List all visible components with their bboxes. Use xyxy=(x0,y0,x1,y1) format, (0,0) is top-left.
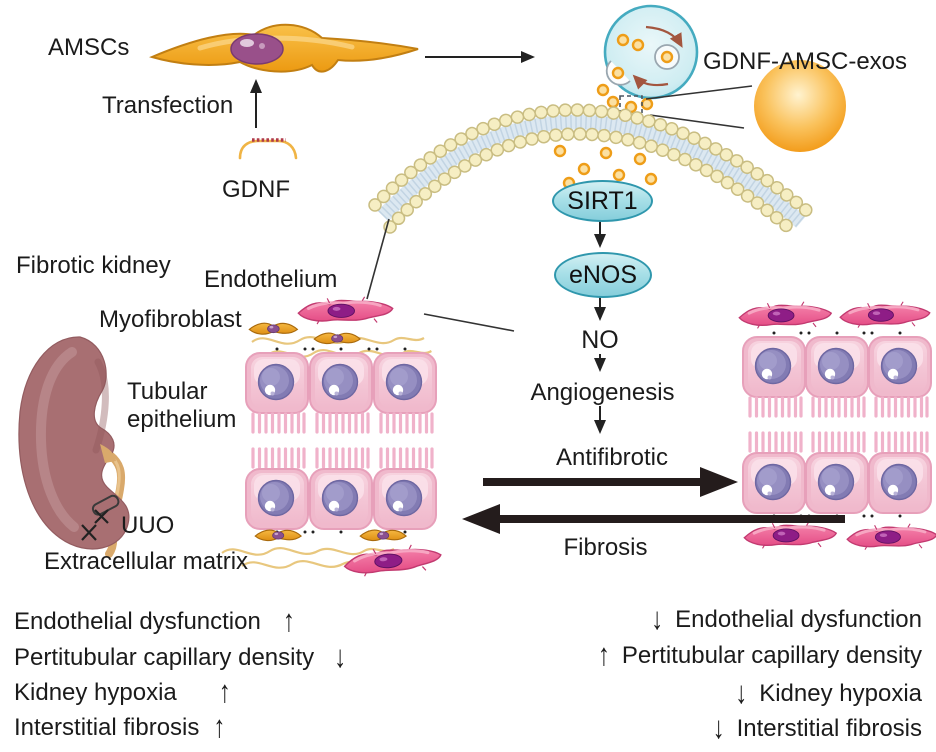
myofibroblast-cell xyxy=(313,332,361,345)
outcome-label: Pertitubular capillary density xyxy=(621,642,922,669)
antifibrotic-label: Antifibrotic xyxy=(555,444,669,471)
exosome-zoom-box xyxy=(619,95,643,119)
outcome-label: Endothelial dysfunction xyxy=(675,606,922,633)
extracellular-matrix-label: Extracellular matrix xyxy=(44,548,249,575)
down-arrow-icon: ↓ xyxy=(651,601,664,637)
exosome-secreting-cell xyxy=(603,4,699,100)
tight-junction-dots xyxy=(275,347,407,351)
released-exosomes xyxy=(596,83,654,119)
uuo-ligation-marks xyxy=(81,509,109,541)
no-label: NO xyxy=(581,326,619,354)
up-arrow-icon: ↑ xyxy=(597,637,610,673)
endothelial-cell xyxy=(845,522,936,552)
tubular-epithelium-label: Tubular epithelium xyxy=(127,378,237,433)
gdnf-label: GDNF xyxy=(222,176,290,203)
outcome-left-kidney-hypoxia: Kidney hypoxia ↑ xyxy=(14,675,231,710)
fibrosis-thick-arrow xyxy=(462,504,845,534)
myofibroblast-cell xyxy=(359,529,407,542)
down-arrow-icon: ↓ xyxy=(334,639,347,675)
outcome-left-interstitial-fibrosis: Interstitial fibrosis ↑ xyxy=(14,710,225,745)
outcome-label: Pertitubular capillary density xyxy=(14,644,315,671)
outcome-label: Interstitial fibrosis xyxy=(14,714,200,741)
lipid-bilayer-membrane xyxy=(368,103,814,240)
outcome-label: Endothelial dysfunction xyxy=(14,608,261,635)
down-arrow-icon: ↓ xyxy=(712,710,725,746)
down-arrow-icon: ↓ xyxy=(735,675,748,711)
endothelial-cell xyxy=(341,541,444,580)
up-arrow-icon: ↑ xyxy=(282,603,295,639)
amsc-cell-illustration xyxy=(149,23,419,73)
sirt1-node: SIRT1 xyxy=(552,180,653,222)
outcome-label: Kidney hypoxia xyxy=(14,679,177,706)
up-arrow-icon: ↑ xyxy=(218,674,231,710)
outcome-left-endothelial-dysfunction: Endothelial dysfunction ↑ xyxy=(14,604,295,639)
outcome-right-kidney-hypoxia: ↓ Kidney hypoxia xyxy=(735,676,922,711)
outcome-left-peritubular-capillary-density: Pertitubular capillary density ↓ xyxy=(14,640,346,675)
up-arrow-icon: ↑ xyxy=(213,709,226,745)
outcome-right-peritubular-capillary-density: ↑ Pertitubular capillary density xyxy=(598,638,922,673)
endothelial-cell xyxy=(742,520,838,550)
healthy-tissue-cluster xyxy=(737,300,936,552)
fibrosis-label: Fibrosis xyxy=(563,534,648,561)
myofibroblast-label: Myofibroblast xyxy=(99,306,242,333)
endothelial-cell xyxy=(838,300,932,330)
endothelium-label: Endothelium xyxy=(204,266,338,293)
outcome-label: Interstitial fibrosis xyxy=(736,715,922,742)
angiogenesis-label: Angiogenesis xyxy=(530,379,675,406)
enos-node: eNOS xyxy=(554,252,652,298)
antifibrotic-thick-arrow xyxy=(483,467,738,497)
tight-junction-dots xyxy=(772,331,902,335)
gdnf-plasmid-icon xyxy=(238,138,298,160)
fibrotic-kidney-label: Fibrotic kidney xyxy=(16,252,171,279)
exosome-sphere xyxy=(754,60,846,152)
gdnf-amsc-exos-label: GDNF-AMSC-exos xyxy=(703,48,908,75)
endothelial-cell xyxy=(737,300,833,330)
endothelial-cell xyxy=(296,295,395,326)
fibrotic-kidney-illustration xyxy=(18,336,130,558)
outcome-right-endothelial-dysfunction: ↓ Endothelial dysfunction xyxy=(651,602,922,637)
transfection-label: Transfection xyxy=(102,92,234,119)
myofibroblast-cell xyxy=(254,529,302,542)
uuo-clamp-icon xyxy=(91,494,120,516)
outcome-right-interstitial-fibrosis: ↓ Interstitial fibrosis xyxy=(713,711,922,746)
zoom-leader-lines xyxy=(645,85,753,129)
outcome-label: Kidney hypoxia xyxy=(759,680,922,707)
fibrotic-tissue-cluster xyxy=(220,295,444,580)
membrane-leader-lines xyxy=(366,218,515,332)
amscs-label: AMSCs xyxy=(48,34,130,61)
myofibroblast-cell xyxy=(248,322,298,335)
uuo-label: UUO xyxy=(121,512,175,539)
